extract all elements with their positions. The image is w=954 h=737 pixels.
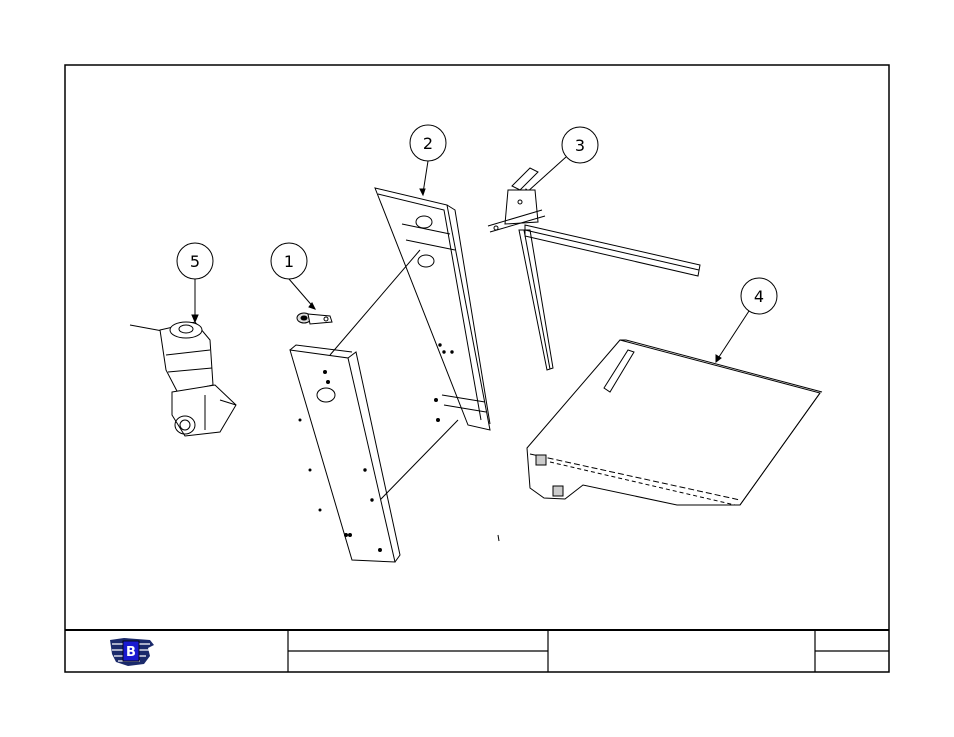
company-logo: B <box>110 638 154 666</box>
part-side-frame-panel <box>290 188 490 562</box>
part-hopper-cover <box>527 340 822 505</box>
callout-label-2: 2 <box>423 134 433 153</box>
callout-label-3: 3 <box>575 136 585 155</box>
stray-mark <box>498 535 499 541</box>
callout-2: 2 <box>410 125 446 195</box>
callout-label-4: 4 <box>754 287 764 306</box>
callout-5: 5 <box>177 243 213 322</box>
callout-4: 4 <box>716 278 777 362</box>
part-gear-motor <box>130 322 236 436</box>
logo-letter: B <box>126 645 136 660</box>
callout-label-1: 1 <box>284 252 294 271</box>
callout-3: 3 <box>524 127 598 195</box>
part-drive-arm <box>297 313 332 324</box>
callout-1: 1 <box>271 243 315 309</box>
title-block <box>65 630 889 672</box>
part-slide-rail-assembly <box>488 168 700 370</box>
callout-label-5: 5 <box>190 252 200 271</box>
